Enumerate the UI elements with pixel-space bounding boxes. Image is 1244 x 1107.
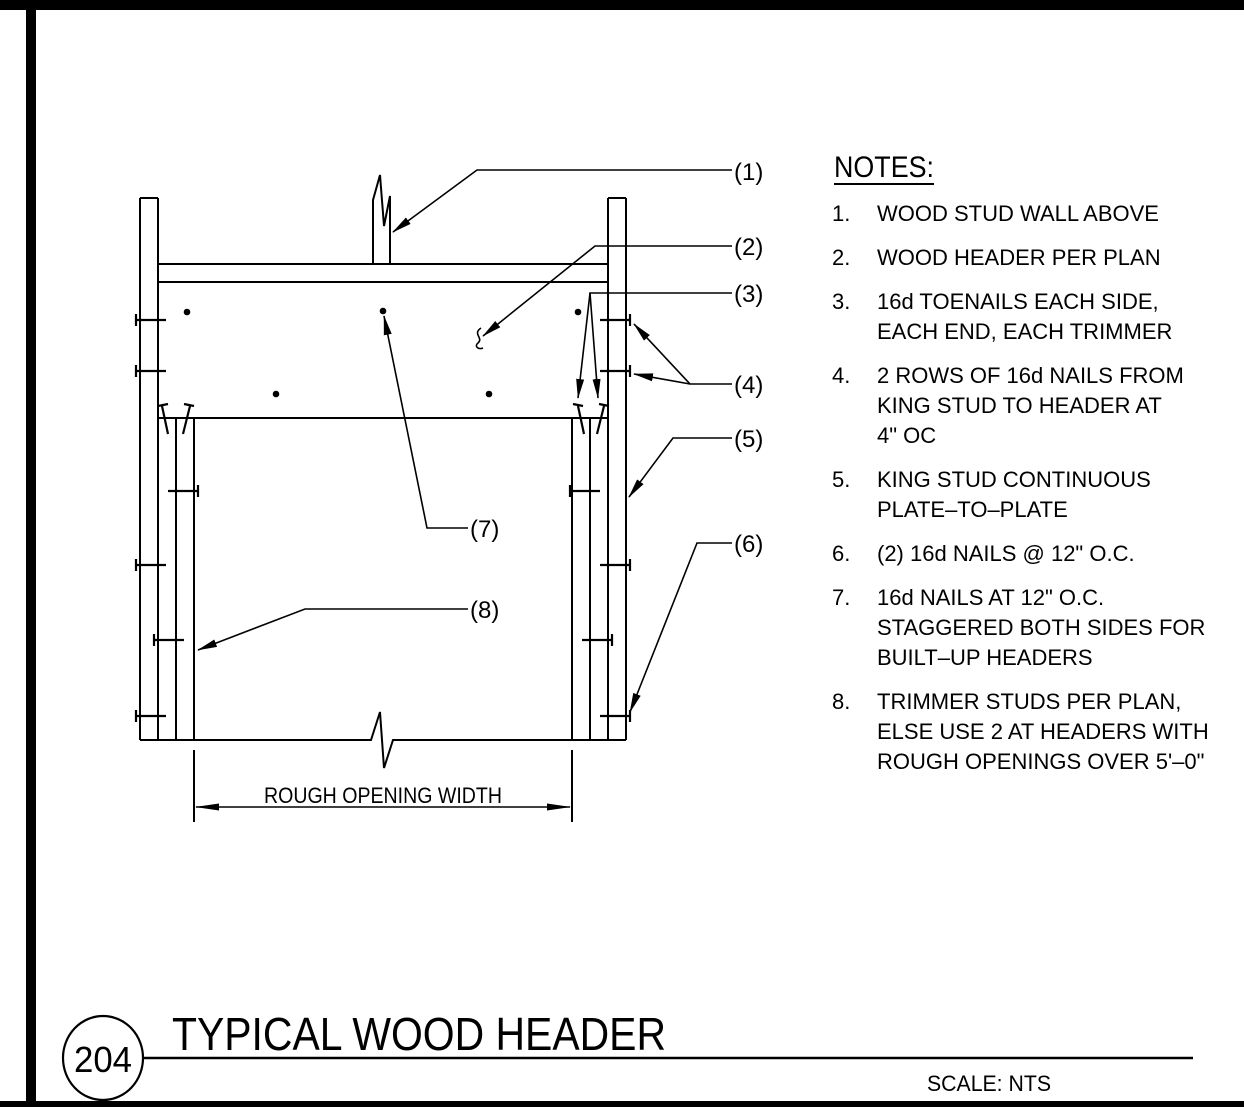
title-block: 204 TYPICAL WOOD HEADER SCALE: NTS <box>61 1008 1193 1102</box>
left-trimmer-studs <box>175 418 195 740</box>
note-line: 16d NAILS AT 12" O.C. <box>877 585 1104 610</box>
callout-7: (7) <box>470 516 499 543</box>
top-plate <box>158 263 608 283</box>
note-item: 7. 16d NAILS AT 12" O.C. STAGGERED BOTH SI… <box>832 585 1205 670</box>
scale-label: SCALE: NTS <box>927 1071 1051 1096</box>
note-line: 16d TOENAILS EACH SIDE, <box>877 289 1159 314</box>
callout-3: (3) <box>734 281 763 308</box>
leader-7 <box>383 315 468 529</box>
left-king-stud <box>139 197 159 740</box>
note-line: 4" OC <box>877 423 936 448</box>
note-line: KING STUD TO HEADER AT <box>877 393 1162 418</box>
note-line: WOOD HEADER PER PLAN <box>877 245 1161 270</box>
callout-4: (4) <box>734 372 763 399</box>
leader-8 <box>197 608 468 651</box>
callout-6: (6) <box>734 531 763 558</box>
detail-number: 204 <box>74 1039 132 1080</box>
note-number: 8. <box>832 689 850 714</box>
callout-5: (5) <box>734 426 763 453</box>
note-line: STAGGERED BOTH SIDES FOR <box>877 615 1205 640</box>
note-number: 4. <box>832 363 850 388</box>
note-item: 8. TRIMMER STUDS PER PLAN, ELSE USE 2 AT H… <box>832 689 1209 774</box>
note-number: 3. <box>832 289 850 314</box>
detail-title: TYPICAL WOOD HEADER <box>172 1008 666 1060</box>
callout-1: (1) <box>734 159 763 186</box>
bottom-break-line <box>140 711 626 769</box>
callout-labels: (1) (2) (3) (4) (5) (6) (7) (8) <box>470 159 763 624</box>
note-item: 2. WOOD HEADER PER PLAN <box>832 245 1161 270</box>
king-stud-nails <box>134 314 632 722</box>
note-item: 1. WOOD STUD WALL ABOVE <box>832 201 1159 226</box>
note-item: 4. 2 ROWS OF 16d NAILS FROM KING STUD TO H… <box>832 363 1184 448</box>
toenails <box>157 402 610 435</box>
note-number: 6. <box>832 541 850 566</box>
leader-3b <box>589 292 601 399</box>
trimmer-nails <box>152 485 614 646</box>
note-line: ELSE USE 2 AT HEADERS WITH <box>877 719 1209 744</box>
right-trimmer-studs <box>571 418 591 740</box>
notes-heading: NOTES: <box>834 151 934 184</box>
note-item: 5. KING STUD CONTINUOUS PLATE–TO–PLATE <box>832 467 1151 522</box>
note-line: BUILT–UP HEADERS <box>877 645 1093 670</box>
notes-list: 1. WOOD STUD WALL ABOVE 2. WOOD HEADER PER … <box>832 201 1209 774</box>
notes-block: NOTES: 1. WOOD STUD WALL ABOVE 2. WOOD HEAD… <box>832 151 1209 774</box>
leader-6 <box>629 542 732 713</box>
right-king-stud <box>607 197 627 740</box>
note-number: 2. <box>832 245 850 270</box>
note-line: ROUGH OPENINGS OVER 5'–0" <box>877 749 1204 774</box>
leader-1 <box>392 169 732 233</box>
leader-4b <box>633 373 691 385</box>
note-line: EACH END, EACH TRIMMER <box>877 319 1172 344</box>
callout-8: (8) <box>470 597 499 624</box>
note-number: 1. <box>832 201 850 226</box>
stud-wall-above <box>372 174 391 264</box>
wood-grain-symbol <box>475 327 484 350</box>
leader-2 <box>482 245 732 337</box>
callout-2: (2) <box>734 234 763 261</box>
note-line: KING STUD CONTINUOUS <box>877 467 1151 492</box>
rough-opening-label: ROUGH OPENING WIDTH <box>264 783 502 808</box>
note-number: 7. <box>832 585 850 610</box>
note-line: TRIMMER STUDS PER PLAN, <box>877 689 1181 714</box>
note-number: 5. <box>832 467 850 492</box>
leaders <box>197 169 732 713</box>
leader-5 <box>628 437 732 498</box>
note-line: PLATE–TO–PLATE <box>877 497 1068 522</box>
note-item: 6. (2) 16d NAILS @ 12" O.C. <box>832 541 1135 566</box>
header-nails <box>183 307 582 398</box>
note-line: WOOD STUD WALL ABOVE <box>877 201 1159 226</box>
note-item: 3. 16d TOENAILS EACH SIDE, EACH END, EACH … <box>832 289 1172 344</box>
leader-4a <box>633 323 732 385</box>
note-line: 2 ROWS OF 16d NAILS FROM <box>877 363 1184 388</box>
framing-elevation <box>139 174 627 822</box>
note-line: (2) 16d NAILS @ 12" O.C. <box>877 541 1135 566</box>
